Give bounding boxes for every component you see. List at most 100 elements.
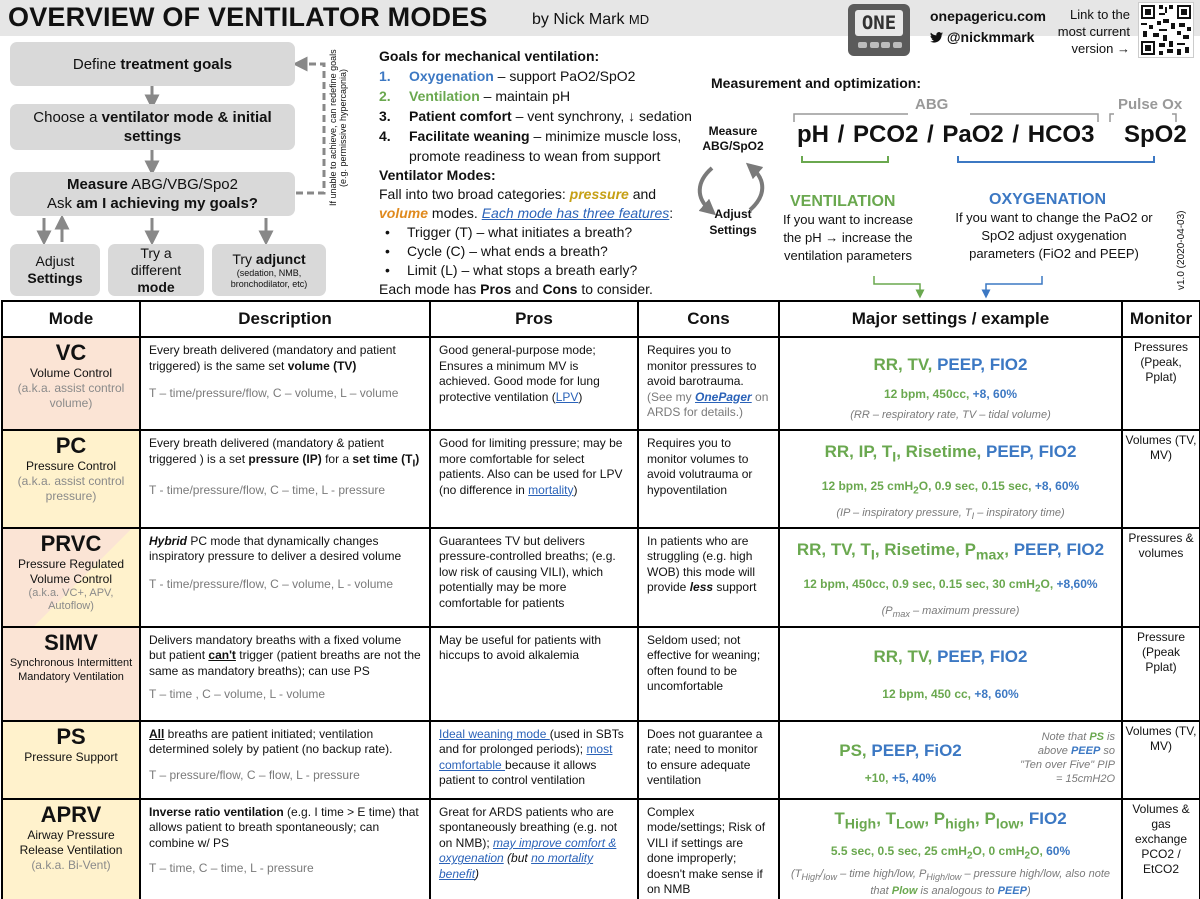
header-mode: Mode [1, 300, 141, 338]
onepager-link[interactable]: OnePager [695, 389, 752, 404]
choose-mode-box: Choose a ventilator mode & initial setti… [10, 104, 295, 150]
header-description: Description [139, 300, 431, 338]
description-cell: Inverse ratio ventilation (e.g. I time >… [139, 797, 431, 899]
pros-cell: May be useful for patients with hiccups … [429, 625, 639, 722]
measure-adjust-cycle-icon [697, 162, 765, 216]
settings-cell: RR, TV, PEEP, FIO2 12 bpm, 450 cc, +8, 6… [778, 625, 1123, 722]
vent-modes-heading: Ventilator Modes: [379, 167, 496, 183]
mode-cell: SIMV Synchronous Intermittent Mandatory … [1, 625, 141, 722]
cons-cell: Complex mode/settings; Risk of VILI if s… [637, 797, 780, 899]
settings-cell: PS, PEEP, FiO2 +10, +5, 40% Note that PS… [778, 719, 1123, 800]
feature-bullet: Trigger (T) – what initiates a breath? [379, 223, 699, 242]
logo-text: ONE [855, 10, 903, 36]
cycle-adjust-label: Adjust Settings [709, 207, 757, 237]
table-header-row: Mode Description Pros Cons Major setting… [1, 300, 1200, 338]
measurement-brackets [793, 113, 1177, 299]
mode-cell: PS Pressure Support [1, 719, 141, 800]
comfort-link[interactable]: most comfortable [439, 742, 613, 772]
features-link[interactable]: Each mode has three features [481, 205, 670, 221]
header-cons: Cons [637, 300, 780, 338]
comfort-oxygenation-link[interactable]: may improve comfort & oxygenation [439, 835, 617, 866]
oxygenation-text: If you want to change the PaO2 or SpO2 a… [955, 210, 1153, 261]
ps-note: Note that PS is above PEEP so "Ten over … [1020, 730, 1115, 785]
measurement-title: Measurement and optimization: [711, 75, 922, 91]
oxygenation-heading: OXYGENATION [989, 191, 1107, 208]
site-info: onepagericu.com @nickmmark [930, 6, 1046, 48]
twitter-handle[interactable]: @nickmmark [930, 27, 1046, 48]
ventilation-text: If you want to increase the pH → increas… [782, 212, 914, 263]
settings-cell: THigh, TLow, Phigh, Plow, FIO2 5.5 sec, … [778, 797, 1123, 899]
define-goals-box: Define treatment goals [10, 42, 295, 86]
cons-cell: Seldom used; not effective for weaning; … [637, 625, 780, 722]
settings-cell: RR, IP, TI, Risetime, PEEP, FIO2 12 bpm,… [778, 429, 1123, 529]
settings-cell: RR, TV, PEEP, FIO2 12 bpm, 450cc, +8, 60… [778, 336, 1123, 431]
cons-cell: In patients who are struggling (e.g. hig… [637, 526, 780, 628]
description-cell: Delivers mandatory breaths with a fixed … [139, 625, 431, 722]
page-title: OVERVIEW OF VENTILATOR MODES [8, 2, 488, 32]
onepager-logo[interactable]: ONE [848, 4, 910, 56]
settings-cell: RR, TV, TI, Risetime, Pmax, PEEP, FIO2 1… [778, 526, 1123, 628]
monitor-cell: Volumes (TV, MV) [1121, 719, 1200, 800]
goal-item: 1.Oxygenation – support PaO2/SpO2 [379, 68, 636, 84]
pros-cell: Guarantees TV but delivers pressure-cont… [429, 526, 639, 628]
lpv-link[interactable]: LPV [555, 389, 579, 404]
mode-cell: VC Volume Control (a.k.a. assist control… [1, 336, 141, 431]
weaning-link[interactable]: Ideal weaning mode [439, 726, 550, 741]
header-settings: Major settings / example [778, 300, 1123, 338]
monitor-cell: Pressures & volumes [1121, 526, 1200, 628]
ventilation-heading: VENTILATION [790, 193, 896, 210]
abg-label: ABG [915, 96, 949, 113]
pulse-ox-label: Pulse Ox [1118, 96, 1183, 113]
monitor-cell: Pressure (Ppeak Pplat) [1121, 625, 1200, 722]
spo2-value: SpO2 [1124, 121, 1187, 148]
twitter-icon [930, 32, 943, 43]
table-row-aprv: APRV Airway Pressure Release Ventilation… [1, 797, 1200, 899]
mode-cell: PRVC Pressure Regulated Volume Control (… [1, 526, 141, 628]
mortality-link[interactable]: mortality [528, 482, 574, 497]
pros-cons-line: Each mode has Pros and Cons to consider. [379, 281, 653, 297]
feature-bullet: Cycle (C) – what ends a breath? [379, 242, 699, 261]
cycle-measure-label: Measure ABG/SpO2 [702, 124, 764, 153]
table-row-simv: SIMV Synchronous Intermittent Mandatory … [1, 625, 1200, 722]
pros-cell: Good for limiting pressure; may be more … [429, 429, 639, 529]
monitor-cell: Volumes & gas exchange PCO2 / EtCO2 [1121, 797, 1200, 899]
qr-code[interactable] [1138, 2, 1194, 58]
mode-cell: APRV Airway Pressure Release Ventilation… [1, 797, 141, 899]
site-link[interactable]: onepagericu.com [930, 8, 1046, 24]
table-row-pc: PC Pressure Control (a.k.a. assist contr… [1, 429, 1200, 529]
current-version-note: Link to the most current version → [1057, 7, 1130, 56]
vent-modes-section: Ventilator Modes: Fall into two broad ca… [379, 166, 699, 299]
flow-arrows [36, 56, 326, 246]
feature-bullet: Limit (L) – what stops a breath early? [379, 261, 699, 280]
goal-item: 2.Ventilation – maintain pH [379, 88, 571, 104]
author-byline: by Nick Mark MD [532, 11, 649, 29]
description-cell: Every breath delivered (mandatory & pati… [139, 429, 431, 529]
goals-section: Goals for mechanical ventilation: 1.Oxyg… [379, 46, 699, 166]
table-row-ps: PS Pressure Support All breaths are pati… [1, 719, 1200, 800]
goals-heading: Goals for mechanical ventilation: [379, 48, 600, 64]
cons-cell: Requires you to monitor volumes to avoid… [637, 429, 780, 529]
try-adjunct-box: Try adjunct (sedation, NMB, bronchodilat… [212, 244, 326, 296]
abg-values: pH / PCO2 / PaO2 / HCO3 [797, 121, 1095, 148]
measure-box: Measure ABG/VBG/Spo2 Ask am I achieving … [10, 172, 295, 216]
description-cell: Every breath delivered (mandatory and pa… [139, 336, 431, 431]
table-row-prvc: PRVC Pressure Regulated Volume Control (… [1, 526, 1200, 628]
author-degree: MD [628, 12, 650, 27]
mortality-benefit-link[interactable]: no mortality benefit [439, 851, 594, 881]
cons-cell: Requires you to monitor pressures to avo… [637, 336, 780, 431]
vent-modes-intro: Fall into two broad categories: pressure… [379, 186, 674, 221]
qr-code-icon [1139, 3, 1193, 57]
try-mode-box: Try a different mode [108, 244, 204, 296]
goal-item: 4.Facilitate weaning – minimize muscle l… [379, 128, 682, 164]
redefine-goals-note: If unable to achieve, can redefine goals… [328, 49, 348, 207]
logo-dots [858, 42, 902, 50]
modes-table: Mode Description Pros Cons Major setting… [1, 300, 1200, 899]
cons-cell: Does not guarantee a rate; need to monit… [637, 719, 780, 800]
header-monitor: Monitor [1121, 300, 1200, 338]
mode-cell: PC Pressure Control (a.k.a. assist contr… [1, 429, 141, 529]
table-row-vc: VC Volume Control (a.k.a. assist control… [1, 336, 1200, 431]
goal-item: 3.Patient comfort – vent synchrony, ↓ se… [379, 108, 692, 124]
version-label: v1.0 (2020-04-03) [1176, 210, 1187, 290]
adjust-settings-box: Adjust Settings [10, 244, 100, 296]
header-pros: Pros [429, 300, 639, 338]
